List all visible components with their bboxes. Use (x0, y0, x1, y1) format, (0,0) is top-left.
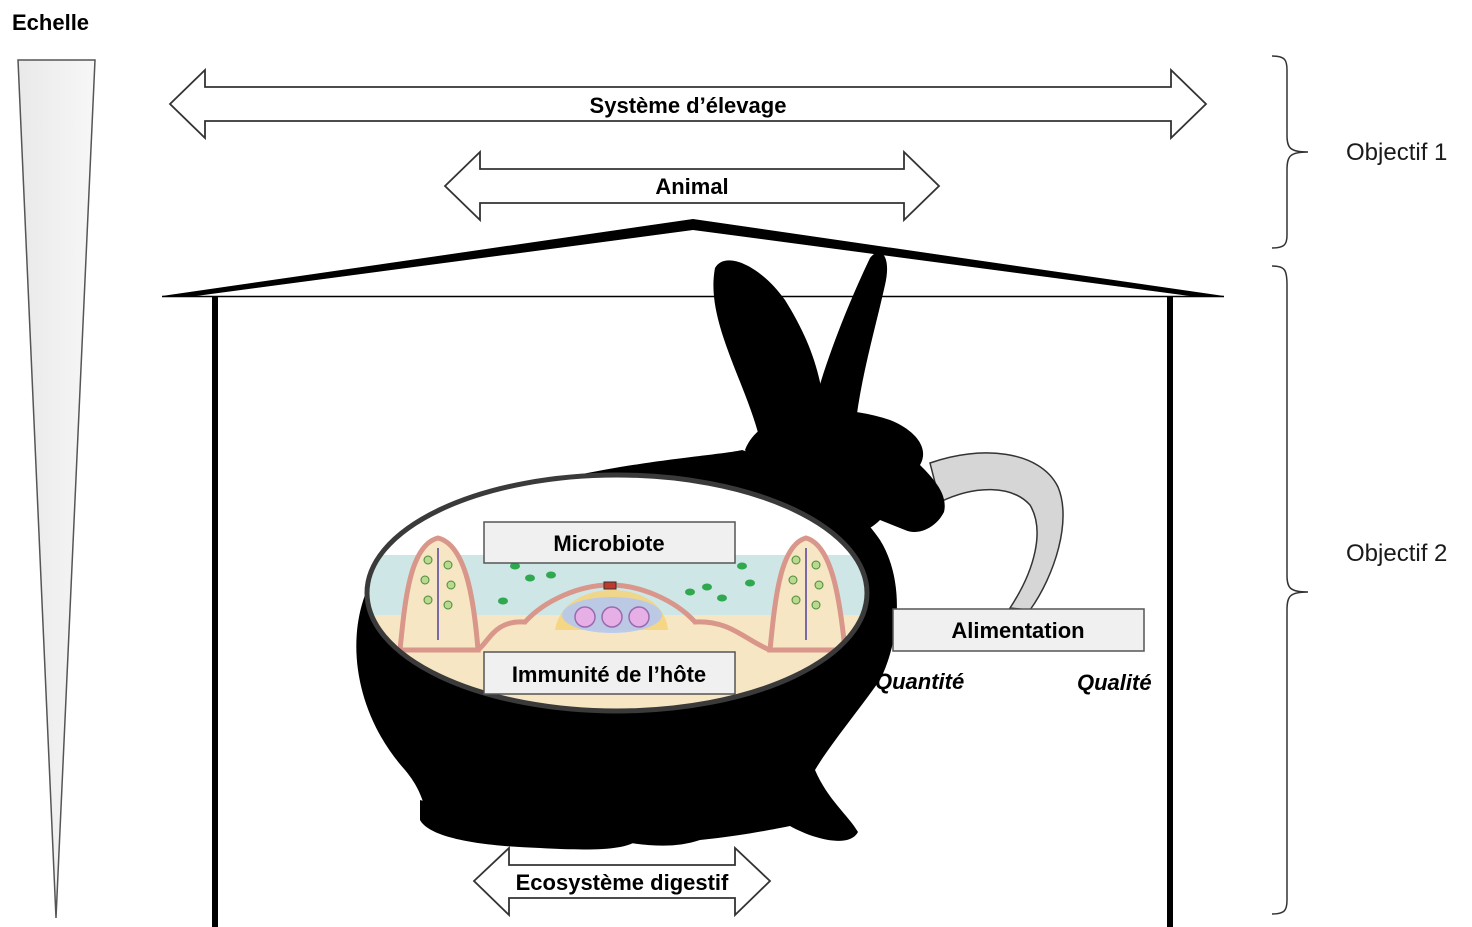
microbiota-label: Microbiote (553, 531, 664, 556)
objective-2-brace (1271, 265, 1309, 915)
host-immunity-label: Immunité de l’hôte (512, 662, 706, 687)
scale-title: Echelle (12, 10, 89, 35)
villus-right (767, 535, 848, 653)
objective-1-label: Objectif 1 (1346, 139, 1447, 166)
host-immunity-box (483, 651, 736, 695)
animal-arrow (443, 149, 941, 223)
feeding-label: Alimentation (951, 618, 1084, 643)
house-outline (162, 219, 1224, 927)
microbiota-box (483, 521, 736, 564)
digestive-ecosystem-label: Ecosystème digestif (516, 870, 729, 895)
immune-follicles (574, 606, 650, 628)
objective-1-brace (1271, 55, 1309, 249)
objective-2-label: Objectif 2 (1346, 540, 1447, 567)
scale-wedge (17, 59, 96, 919)
feeding-box (892, 608, 1145, 652)
quality-label: Qualité (1077, 670, 1152, 695)
farming-system-arrow (168, 67, 1208, 141)
feeding-tube (929, 452, 1064, 611)
farming-system-label: Système d’élevage (590, 93, 787, 118)
animal-label: Animal (655, 174, 728, 199)
m-cell (603, 581, 617, 590)
microbes (498, 562, 755, 605)
digestive-ecosystem-arrow (472, 845, 772, 918)
quantity-label: Quantité (875, 669, 964, 694)
